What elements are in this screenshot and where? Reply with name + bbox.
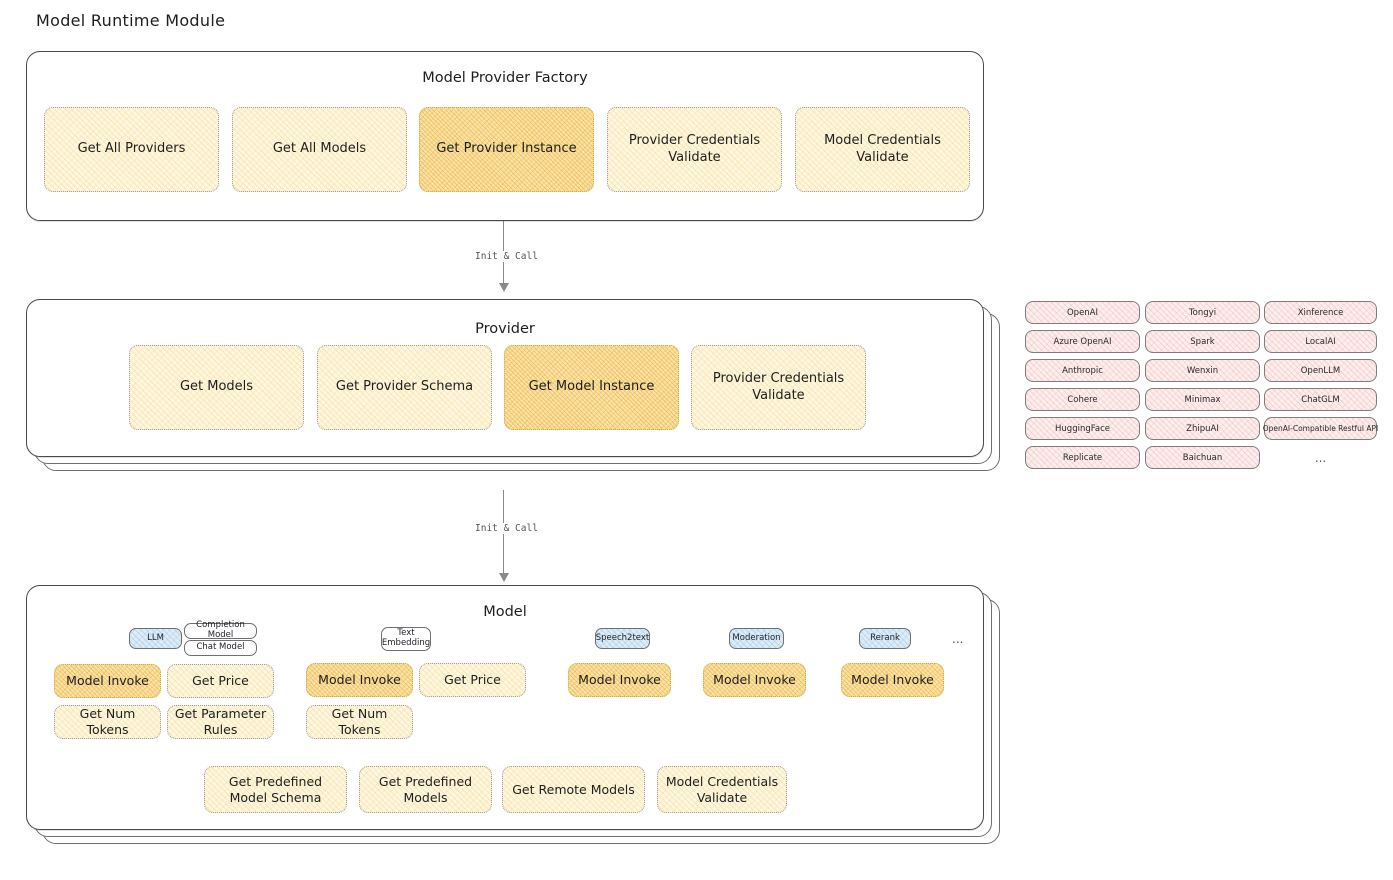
model-subtype-chat-model[interactable]: Chat Model: [184, 640, 257, 656]
llm-op-get-price[interactable]: Get Price: [167, 664, 274, 698]
page-title: Model Runtime Module: [36, 11, 226, 30]
provider-pill-zhipuai[interactable]: ZhipuAI: [1145, 417, 1260, 440]
model-title: Model: [483, 604, 527, 620]
llm-op-get-num-tokens[interactable]: Get Num Tokens: [54, 705, 161, 739]
provider-pill-spark[interactable]: Spark: [1145, 330, 1260, 353]
factory-card-model-credentials-validate[interactable]: Model Credentials Validate: [795, 107, 970, 192]
provider-pill-azure-openai[interactable]: Azure OpenAI: [1025, 330, 1140, 353]
text-embedding-op-model-invoke[interactable]: Model Invoke: [306, 663, 413, 697]
moderation-op-model-invoke[interactable]: Model Invoke: [703, 663, 806, 697]
model-shared-op-get-predefined-models[interactable]: Get Predefined Models: [359, 766, 492, 813]
provider-card-get-models[interactable]: Get Models: [129, 345, 304, 430]
provider-pill-wenxin[interactable]: Wenxin: [1145, 359, 1260, 382]
provider-pill-chatglm[interactable]: ChatGLM: [1264, 388, 1377, 411]
provider-pill-cohere[interactable]: Cohere: [1025, 388, 1140, 411]
model-type-badge-text-embedding[interactable]: Text Embedding: [381, 627, 431, 651]
text-embedding-op-get-price[interactable]: Get Price: [419, 663, 526, 697]
arrow-factory-to-provider-head: [499, 283, 509, 292]
speech2text-op-model-invoke[interactable]: Model Invoke: [568, 663, 671, 697]
provider-pill-more: ...: [1314, 451, 1327, 465]
provider-pill-xinference[interactable]: Xinference: [1264, 301, 1377, 324]
arrow-provider-to-model-label: Init & Call: [472, 523, 541, 534]
llm-op-get-parameter-rules[interactable]: Get Parameter Rules: [167, 705, 274, 739]
model-type-badge-speech2text[interactable]: Speech2text: [595, 628, 650, 649]
provider-card-provider-credentials-validate[interactable]: Provider Credentials Validate: [691, 345, 866, 430]
llm-op-model-invoke[interactable]: Model Invoke: [54, 664, 161, 698]
factory-card-get-all-providers[interactable]: Get All Providers: [44, 107, 219, 192]
model-subtype-completion-model[interactable]: Completion Model: [184, 620, 257, 640]
provider-pill-minimax[interactable]: Minimax: [1145, 388, 1260, 411]
provider-card-get-model-instance[interactable]: Get Model Instance: [504, 345, 679, 430]
provider-pill-localai[interactable]: LocalAI: [1264, 330, 1377, 353]
arrow-provider-to-model-head: [499, 573, 509, 582]
model-shared-op-model-credentials-validate[interactable]: Model Credentials Validate: [657, 766, 787, 813]
provider-title: Provider: [475, 321, 535, 337]
rerank-op-model-invoke[interactable]: Model Invoke: [841, 663, 944, 697]
model-type-badge-rerank[interactable]: Rerank: [859, 628, 911, 649]
provider-pill-openai-compatible-restful-api[interactable]: OpenAI-Compatible Restful API: [1263, 417, 1378, 440]
factory-card-get-all-models[interactable]: Get All Models: [232, 107, 407, 192]
model-shared-op-get-predefined-model-schema[interactable]: Get Predefined Model Schema: [204, 766, 347, 813]
factory-card-get-provider-instance[interactable]: Get Provider Instance: [419, 107, 594, 192]
factory-card-provider-credentials-validate[interactable]: Provider Credentials Validate: [607, 107, 782, 192]
provider-pill-baichuan[interactable]: Baichuan: [1145, 446, 1260, 469]
provider-pill-anthropic[interactable]: Anthropic: [1025, 359, 1140, 382]
provider-pill-openai[interactable]: OpenAI: [1025, 301, 1140, 324]
provider-pill-huggingface[interactable]: HuggingFace: [1025, 417, 1140, 440]
model-type-badge-llm[interactable]: LLM: [129, 628, 182, 649]
provider-pill-replicate[interactable]: Replicate: [1025, 446, 1140, 469]
model-type-badge-moderation[interactable]: Moderation: [729, 628, 784, 649]
arrow-factory-to-provider-label: Init & Call: [472, 251, 541, 262]
provider-pill-tongyi[interactable]: Tongyi: [1145, 301, 1260, 324]
model-types-more: ...: [952, 632, 964, 646]
text-embedding-op-get-num-tokens[interactable]: Get Num Tokens: [306, 705, 413, 739]
provider-card-get-provider-schema[interactable]: Get Provider Schema: [317, 345, 492, 430]
model-provider-factory-title: Model Provider Factory: [422, 70, 588, 86]
provider-pill-openllm[interactable]: OpenLLM: [1264, 359, 1377, 382]
model-shared-op-get-remote-models[interactable]: Get Remote Models: [502, 766, 645, 813]
